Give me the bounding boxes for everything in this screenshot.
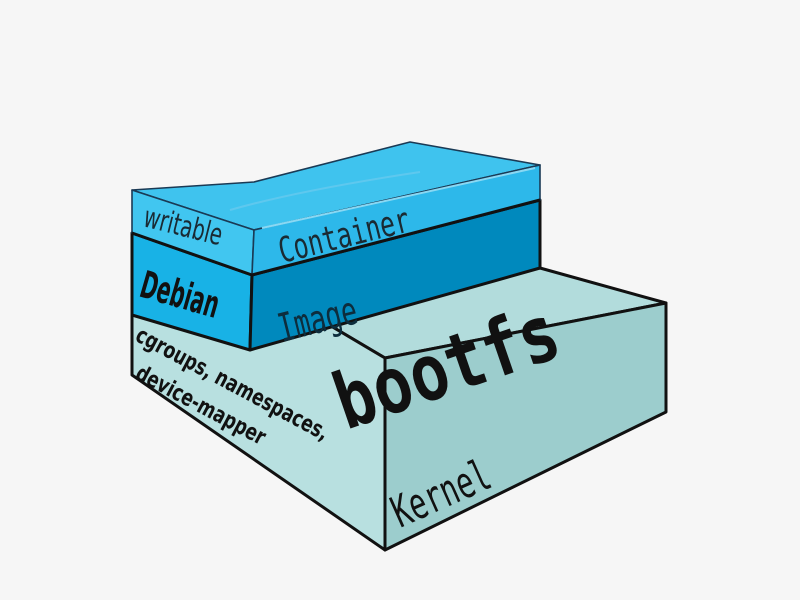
kernel-layer — [130, 266, 668, 552]
container-reflection-line — [261, 167, 536, 229]
container-reflection-line — [229, 171, 421, 211]
container-layer — [131, 141, 541, 277]
kernel-front-face — [383, 301, 668, 552]
image-top-edge — [131, 198, 541, 277]
